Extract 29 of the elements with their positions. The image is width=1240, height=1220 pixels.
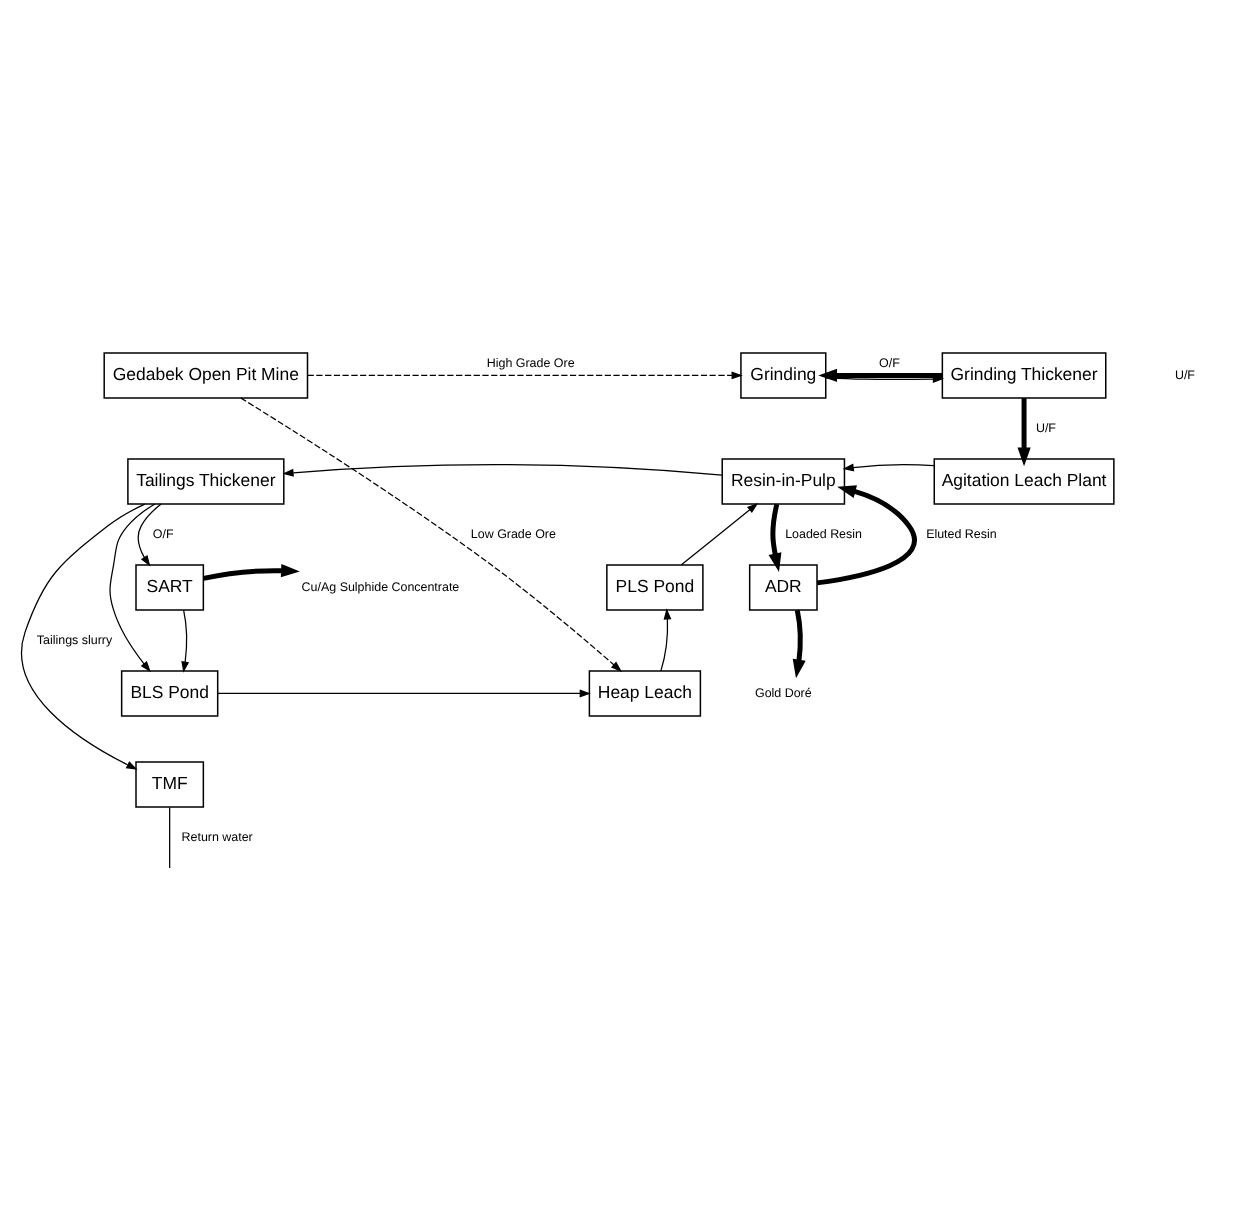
arrow: [202, 563, 300, 580]
arrow: [1017, 397, 1031, 466]
arrow: [842, 462, 935, 471]
node-box: SART: [135, 563, 205, 610]
node-box: PLS Pond: [606, 563, 704, 610]
arrow: [680, 501, 759, 565]
node-box: Grinding Thickener: [941, 351, 1107, 398]
arrow: [307, 370, 743, 379]
connector: [169, 805, 171, 868]
node-box: BLS Pond: [120, 669, 219, 716]
node-box: Agitation Leach Plant: [933, 457, 1115, 504]
arrow: [109, 502, 156, 672]
arrow: [816, 484, 917, 585]
node-box: Resin-in-Pulp: [721, 457, 846, 504]
arrow: [137, 502, 162, 566]
node-box: Tailings Thickener: [127, 457, 285, 504]
node-box: Grinding: [740, 351, 827, 398]
arrow: [181, 608, 190, 672]
node-box: TMF: [135, 760, 205, 807]
node-box: ADR: [748, 563, 818, 610]
arrow: [792, 608, 806, 678]
arrow: [282, 463, 723, 476]
node-box: Heap Leach: [588, 669, 702, 716]
arrow: [21, 502, 146, 769]
arrow: [240, 396, 622, 671]
arrow: [660, 607, 672, 671]
arrow: [768, 502, 782, 572]
node-box: Gedabek Open Pit Mine: [103, 351, 309, 398]
arrow: [217, 688, 591, 697]
